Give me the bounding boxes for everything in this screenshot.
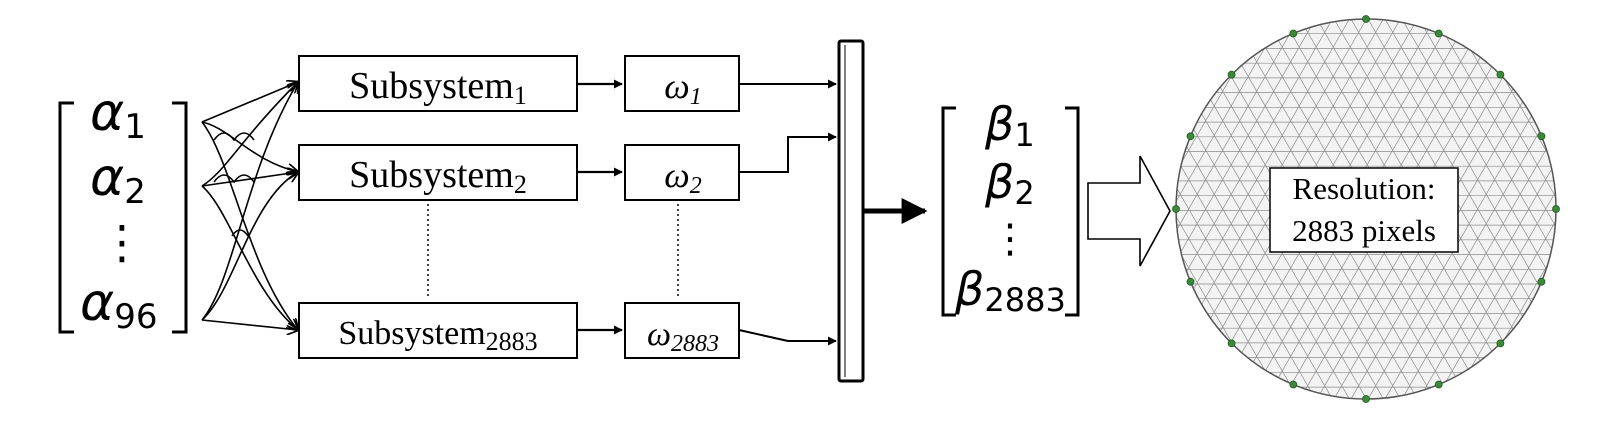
subsystem-column: Subsystem1 Subsystem2 Subsystem2883 [298, 55, 578, 359]
electrode-marker [1537, 277, 1546, 286]
subsystem-box-2 [298, 144, 578, 201]
mesh-disc: Resolution: 2883 pixels [1172, 15, 1560, 403]
output-bracket-left [941, 106, 956, 317]
electrode-marker [1362, 15, 1370, 23]
weight-box-2 [624, 144, 740, 201]
electrode-marker [1227, 70, 1236, 79]
resolution-label-line2: 2883 pixels [1292, 213, 1436, 248]
input-entry-96: α96 [80, 273, 158, 337]
output-entry-2: β2 [984, 155, 1035, 212]
electrode-marker [1434, 29, 1443, 38]
electrode-marker [1186, 277, 1195, 286]
weight-to-combiner-arrows [738, 79, 837, 346]
input-bracket-right [172, 101, 188, 334]
input-vector: α1 α2 ⋮ α96 [58, 83, 188, 337]
electrode-marker [1186, 132, 1195, 141]
subsystem-label-2883: Subsystem2883 [338, 315, 537, 356]
output-bracket-right [1065, 106, 1080, 317]
resolution-label-line1: Resolution: [1293, 171, 1436, 206]
combiner-bar [837, 39, 865, 383]
electrode-marker [1227, 339, 1236, 348]
fan-out-connections [201, 82, 298, 330]
electrode-marker [1434, 380, 1443, 389]
electrode-marker [1289, 380, 1298, 389]
electrode-marker [1362, 395, 1370, 403]
output-entry-2883: β2883 [954, 262, 1066, 319]
input-bracket-left [58, 101, 74, 334]
mesh-block-arrow [1087, 155, 1171, 267]
electrode-marker [1172, 205, 1180, 213]
output-ellipsis: ⋮ [990, 216, 1030, 262]
subsystem-to-weight-arrows [577, 79, 623, 335]
electrode-marker [1496, 339, 1505, 348]
electrode-marker [1552, 205, 1560, 213]
resolution-label-box [1269, 167, 1459, 253]
output-vector: β1 β2 ⋮ β2883 [941, 97, 1080, 319]
input-entry-1: α1 [90, 83, 146, 147]
output-entry-1: β1 [984, 97, 1035, 154]
electrode-marker [1289, 29, 1298, 38]
subsystem-label-2: Subsystem2 [349, 154, 527, 199]
weight-column: ω1 ω2 ω2883 [624, 55, 740, 359]
electrode-marker [1496, 70, 1505, 79]
subsystem-label-1: Subsystem1 [349, 65, 527, 110]
weight-label-2883: ω2883 [647, 316, 719, 357]
weight-label-2: ω2 [664, 155, 701, 199]
weight-box-1 [624, 55, 740, 112]
weight-label-1: ω1 [664, 66, 701, 110]
electrode-ring [1172, 15, 1560, 403]
electrode-marker [1537, 132, 1546, 141]
input-entry-2: α2 [90, 148, 146, 212]
input-ellipsis: ⋮ [99, 215, 145, 269]
